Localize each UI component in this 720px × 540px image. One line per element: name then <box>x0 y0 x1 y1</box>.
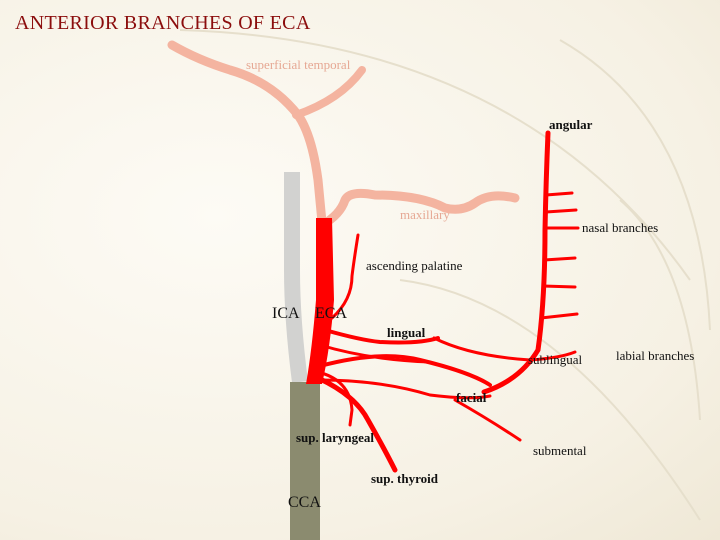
lingual-artery <box>323 328 440 345</box>
label-submental: submental <box>533 443 587 458</box>
label-maxillary: maxillary <box>400 207 450 222</box>
label-cca: CCA <box>288 494 321 511</box>
sup-thyroid-artery <box>315 375 398 473</box>
temporal-side-branch <box>292 66 366 119</box>
sup-laryngeal-artery <box>316 370 354 427</box>
label-sup-thyroid: sup. thyroid <box>371 471 438 486</box>
background-decoration <box>179 29 711 521</box>
cca-vessel <box>290 382 320 540</box>
label-ascending-palatine: ascending palatine <box>366 258 463 273</box>
eca-trunk <box>306 218 334 384</box>
submental-artery <box>453 398 522 442</box>
label-lingual: lingual <box>387 325 426 340</box>
facial-ascending-branch <box>481 130 551 395</box>
maxillary-artery <box>317 188 520 230</box>
label-sublingual: sublingual <box>528 352 583 367</box>
superficial-temporal-artery <box>167 40 327 227</box>
label-facial: facial <box>456 390 487 405</box>
label-labial-branches: labial branches <box>616 348 695 363</box>
label-superficial-temporal: superficial temporal <box>246 57 351 72</box>
labial-branch-3 <box>539 312 579 320</box>
label-eca: ECA <box>315 305 347 322</box>
diagram-title: ANTERIOR BRANCHES OF ECA <box>15 12 311 34</box>
labial-branch-2 <box>541 284 577 289</box>
labial-branch-1 <box>542 256 577 262</box>
label-nasal-branches: nasal branches <box>582 220 659 235</box>
label-ica: ICA <box>272 305 300 322</box>
ica-vessel <box>284 172 308 384</box>
nasal-branch-1 <box>544 191 574 197</box>
label-angular: angular <box>549 117 593 132</box>
nasal-branch-2 <box>544 208 578 214</box>
label-sup-laryngeal: sup. laryngeal <box>296 430 375 445</box>
ascending-palatine-artery <box>330 233 360 320</box>
facial-long-branch <box>318 378 492 400</box>
facial-artery <box>318 354 492 387</box>
